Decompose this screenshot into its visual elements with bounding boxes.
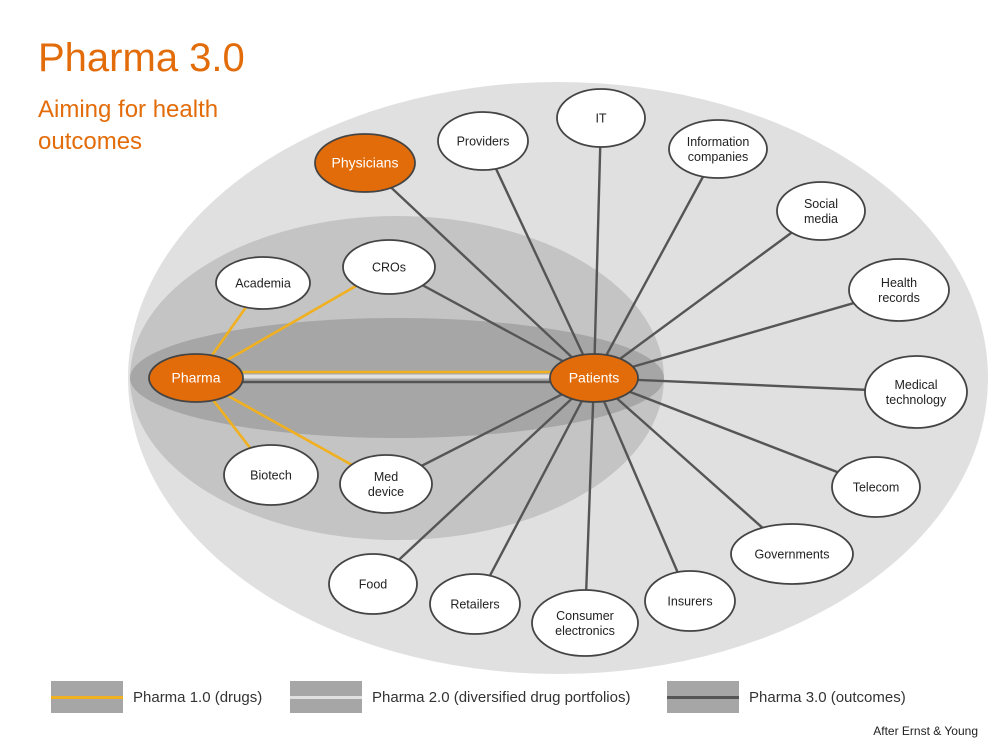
node-shape	[342, 239, 436, 295]
node-academia: Academia	[215, 256, 311, 310]
node-shape	[864, 355, 968, 429]
legend-swatch-pharma-3-0	[667, 681, 739, 713]
node-cros: CROs	[342, 239, 436, 295]
node-pharma: Pharma	[148, 353, 244, 403]
node-shape	[831, 456, 921, 518]
node-governments: Governments	[730, 523, 854, 585]
node-patients: Patients	[549, 353, 639, 403]
node-label: Academia	[235, 277, 291, 291]
node-shape	[644, 570, 736, 632]
node-shape	[314, 133, 416, 193]
node-label: Biotech	[250, 469, 292, 483]
node-shape	[531, 589, 639, 657]
edge-pharma-3-0-social-media	[593, 210, 822, 379]
node-label: CROs	[372, 261, 406, 275]
node-shape	[556, 88, 646, 148]
node-label: device	[368, 485, 404, 499]
node-shape	[549, 353, 639, 403]
node-providers: Providers	[437, 111, 529, 171]
edge-pharma-3-0-insurers	[592, 377, 692, 602]
legend-label-pharma-1-0: Pharma 1.0 (drugs)	[133, 688, 263, 706]
edge-pharma-3-0-consumer-electronics	[583, 377, 596, 624]
node-label: Med	[374, 470, 398, 484]
legend-label-pharma-2-0: Pharma 2.0 (diversified drug portfolios)	[372, 688, 631, 706]
legend-swatch-pharma-2-0	[290, 681, 362, 713]
edge-pharma-3-0-medical-technology	[593, 376, 917, 394]
node-label: Governments	[754, 548, 829, 562]
node-shape	[215, 256, 311, 310]
node-label: records	[878, 291, 920, 305]
node-label: Consumer	[556, 609, 614, 623]
node-shape	[437, 111, 529, 171]
legend-label-pharma-3-0: Pharma 3.0 (outcomes)	[749, 688, 906, 706]
node-label: companies	[688, 150, 748, 164]
source-credit: After Ernst & Young	[873, 724, 978, 738]
node-label: Food	[359, 578, 388, 592]
edge-pharma-3-0-physicians	[364, 162, 595, 379]
page-title: Pharma 3.0	[38, 36, 245, 80]
page-subtitle: Aiming for health outcomes	[38, 96, 219, 155]
node-label: Providers	[457, 135, 510, 149]
node-label: Pharma	[171, 370, 220, 386]
node-shape	[730, 523, 854, 585]
node-label: media	[804, 212, 838, 226]
node-telecom: Telecom	[831, 456, 921, 518]
node-food: Food	[328, 553, 418, 615]
node-label: Medical	[894, 378, 937, 392]
edge-pharma-3-0-information-companies	[592, 148, 720, 379]
legend-pharma-3-0: Pharma 3.0 (outcomes)	[667, 680, 906, 714]
node-shape	[339, 454, 433, 514]
node-shape	[429, 573, 521, 635]
node-label: IT	[595, 112, 606, 126]
edge-pharma-3-0-providers	[481, 140, 596, 379]
edges	[194, 117, 917, 624]
node-shape	[223, 444, 319, 506]
node-label: technology	[886, 393, 947, 407]
node-label: Telecom	[853, 481, 900, 495]
edge-pharma-3-0-health-records	[593, 288, 900, 380]
edge-pharma-3-0-telecom	[593, 376, 877, 489]
node-shape	[848, 258, 950, 322]
node-label: Physicians	[332, 155, 399, 171]
node-label: Insurers	[667, 595, 712, 609]
node-insurers: Insurers	[644, 570, 736, 632]
legend-pharma-2-0: Pharma 2.0 (diversified drug portfolios)	[290, 680, 630, 714]
legend-pharma-1-0: Pharma 1.0 (drugs)	[51, 680, 262, 714]
node-shape	[668, 119, 768, 179]
node-label: electronics	[555, 624, 615, 638]
node-shape	[776, 181, 866, 241]
node-it: IT	[556, 88, 646, 148]
node-label: Retailers	[450, 598, 499, 612]
edge-pharma-3-0-retailers	[473, 377, 596, 605]
node-physicians: Physicians	[314, 133, 416, 193]
node-shape	[328, 553, 418, 615]
node-label: Social	[804, 197, 838, 211]
edge-pharma-3-0-governments	[593, 377, 793, 555]
node-biotech: Biotech	[223, 444, 319, 506]
node-label: Patients	[569, 370, 620, 386]
node-label: Health	[881, 276, 917, 290]
legend-swatch-pharma-1-0	[51, 681, 123, 713]
node-retailers: Retailers	[429, 573, 521, 635]
node-shape	[148, 353, 244, 403]
edge-pharma-3-0-it	[592, 117, 603, 379]
node-label: Information	[687, 135, 750, 149]
edge-pharma-3-0-food	[372, 377, 595, 585]
